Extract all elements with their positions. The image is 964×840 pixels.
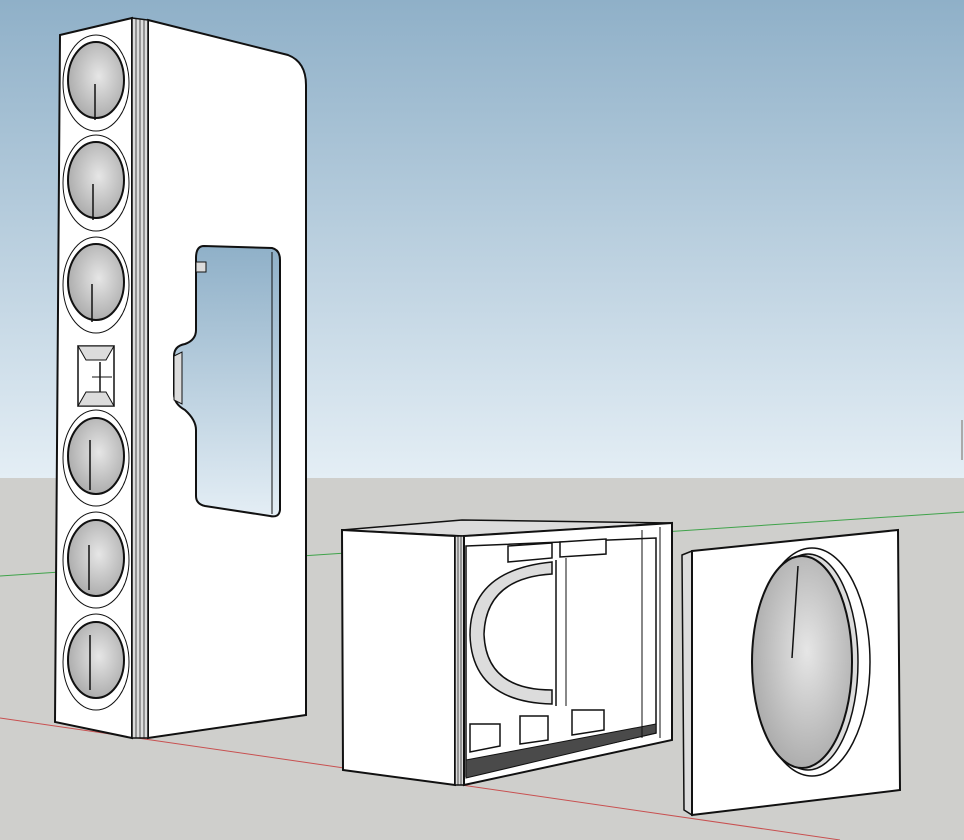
panel-driver-icon	[751, 555, 853, 769]
side-cutout-window	[173, 244, 281, 518]
driver-3-icon	[62, 236, 130, 334]
bevel-lines	[135, 18, 145, 738]
driver-2-icon	[62, 134, 130, 232]
driver-4-icon	[62, 409, 130, 507]
box-rim	[454, 535, 465, 786]
box-floor	[465, 723, 657, 779]
box-rim-lines	[457, 536, 462, 785]
driver-1-icon	[62, 34, 130, 132]
box-inner-ring	[469, 561, 553, 705]
tall-speaker-enclosure[interactable]	[53, 16, 307, 740]
driver-baffle-panel[interactable]	[681, 528, 902, 817]
speaker-box-open[interactable]	[340, 519, 673, 787]
driver-6-icon	[62, 613, 130, 711]
panel-edge	[681, 549, 693, 817]
tweeter-horn-icon	[77, 345, 115, 407]
box-front-face	[340, 528, 456, 787]
driver-5-icon	[62, 511, 130, 609]
